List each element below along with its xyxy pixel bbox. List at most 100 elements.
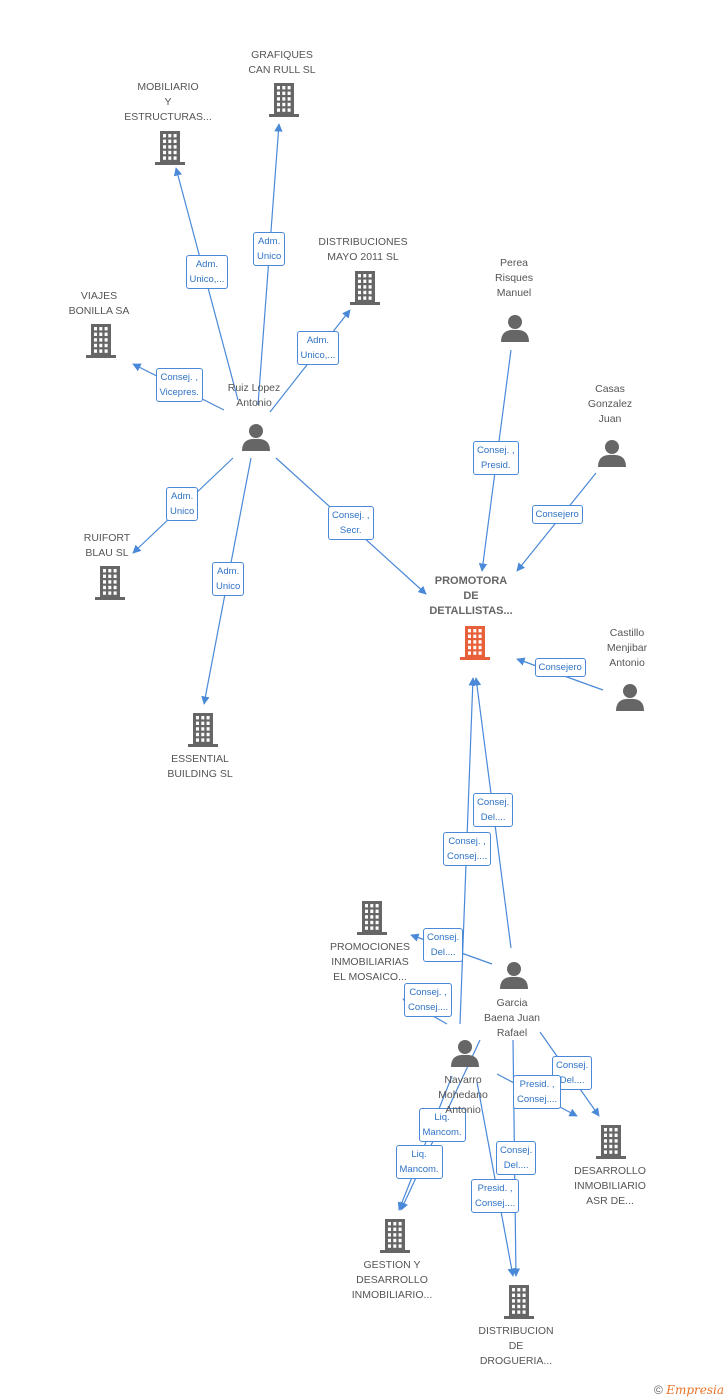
edge-label-line: Del.... — [480, 812, 506, 823]
company-building-icon[interactable] — [155, 131, 185, 165]
edge-label-line: Unico — [257, 251, 282, 262]
node-label-line: RUIFORT — [83, 532, 131, 544]
edge-label-navarro-to-desarrollo[interactable]: Presid. ,Consej.... — [513, 1075, 562, 1109]
company-building-icon[interactable] — [357, 901, 387, 935]
company-building-icon[interactable] — [95, 566, 125, 600]
node-label-line: Antonio — [236, 397, 272, 409]
edge-label-line: Adm. — [258, 236, 281, 247]
node-label-line: Risques — [495, 272, 533, 284]
edge-label-line: Consej. , — [409, 987, 447, 998]
company-building-icon[interactable] — [504, 1285, 534, 1319]
edge-label-line: Consejero — [538, 661, 582, 673]
node-label-line: Garcia — [496, 997, 528, 1009]
person-icon[interactable] — [598, 440, 626, 467]
company-building-icon[interactable] — [596, 1125, 626, 1159]
company-building-icon[interactable] — [86, 324, 116, 358]
edge-label-line: Presid. , — [519, 1079, 555, 1090]
node-label-line: PROMOTORA — [434, 575, 508, 587]
edge-label-garcia-to-promociones[interactable]: Consej. Del.... — [423, 928, 464, 962]
node-label-line: DETALLISTAS... — [429, 605, 513, 617]
edge-label-ruiz-to-mobiliario[interactable]: Adm. Unico,... — [185, 255, 229, 289]
edge-label-castillo-to-promotora[interactable]: Consejero — [534, 657, 586, 677]
node-label-line: Y — [164, 96, 172, 108]
edge-label-line: Consej.... — [475, 1198, 516, 1209]
edge-label-line: Consej. — [427, 932, 460, 943]
brand-logo[interactable]: Empresia — [666, 1383, 724, 1397]
edge-label-ruiz-to-promotora[interactable]: Consej. , Secr. — [328, 506, 374, 540]
node-label-line: GRAFIQUES — [251, 49, 313, 61]
node-label-line: Juan — [598, 413, 622, 425]
edge-label-line: Del.... — [430, 947, 456, 958]
edge-label-line: Vicepres. — [159, 387, 199, 398]
person-icon[interactable] — [501, 315, 529, 342]
node-label-line: ASR DE... — [586, 1195, 634, 1207]
edge-label-ruiz-to-viajes[interactable]: Consej. , Vicepres. — [155, 368, 203, 402]
edge-label-line: Del.... — [503, 1160, 529, 1171]
edge-label-garcia-to-promotora[interactable]: Consej.Del.... — [473, 793, 514, 827]
node-label-line: Castillo — [609, 627, 645, 639]
node-label-line: BONILLA SA — [68, 305, 130, 317]
node-label-line: CAN RULL SL — [248, 64, 316, 76]
node-label-line: BUILDING SL — [167, 768, 233, 780]
person-icon[interactable] — [242, 424, 270, 451]
nodes-layer — [86, 83, 644, 1319]
edge-label-casas-to-promotora[interactable]: Consejero — [531, 504, 583, 524]
edge-label-ruiz-to-distribuciones[interactable]: Adm.Unico,... — [296, 331, 340, 365]
edge-label-line: Unico,... — [189, 274, 225, 285]
edge-label-line: Adm. — [171, 491, 194, 502]
company-building-icon[interactable] — [188, 713, 218, 747]
edge-label-garcia-to-distribucion[interactable]: Consej.Del.... — [496, 1141, 537, 1175]
node-label-line: Navarro — [444, 1074, 482, 1086]
company-building-icon[interactable] — [269, 83, 299, 117]
edge-label-line: Consej. , — [332, 510, 370, 521]
person-icon[interactable] — [500, 962, 528, 989]
node-label-line: Mohedano — [438, 1089, 488, 1101]
edge-label-navarro-to-gestion[interactable]: Liq.Mancom. — [395, 1145, 443, 1179]
company-building-icon[interactable] — [380, 1219, 410, 1253]
node-label-line: MOBILIARIO — [137, 81, 199, 93]
edge-label-navarro-to-promotora[interactable]: Consej. ,Consej.... — [443, 832, 492, 866]
edge-label-line: Consej. , — [477, 445, 515, 456]
edge-label-line: Adm. — [195, 259, 219, 270]
edge-navarro-to-gestion — [397, 1075, 453, 1211]
edge-label-ruiz-to-grafiques[interactable]: Adm. Unico — [253, 232, 286, 266]
company-building-icon[interactable] — [350, 271, 380, 305]
node-label-line: Casas — [595, 383, 625, 395]
edge-label-navarro-to-promociones[interactable]: Consej. , Consej.... — [404, 983, 453, 1017]
node-label-line: DE — [463, 590, 479, 602]
edge-label-navarro-to-distribucion[interactable]: Presid. , Consej.... — [471, 1179, 520, 1213]
copyright-icon: © — [654, 1383, 663, 1397]
edge-label-line: Mancom. — [422, 1127, 462, 1138]
edge-label-line: Secr. — [339, 525, 362, 536]
edge-label-line: Consej. , — [160, 372, 198, 383]
node-label-grafiques[interactable]: GRAFIQUES CAN RULL SL — [217, 48, 347, 78]
node-label-line: DE — [508, 1340, 524, 1352]
person-icon[interactable] — [616, 684, 644, 711]
node-label-promotora[interactable]: PROMOTORA DE DETALLISTAS... — [406, 574, 536, 619]
edge-label-perea-to-promotora[interactable]: Consej. ,Presid. — [473, 441, 519, 475]
node-label-line: INMOBILIARIO... — [351, 1289, 433, 1301]
edge-label-ruiz-to-essential[interactable]: Adm.Unico — [212, 562, 245, 596]
edge-label-line: Presid. , — [477, 1183, 513, 1194]
person-icon[interactable] — [451, 1040, 479, 1067]
edge-label-line: Consej.... — [408, 1002, 449, 1013]
edge-label-ruiz-to-ruifort[interactable]: Adm.Unico — [166, 487, 199, 521]
edge-label-garcia-to-gestion[interactable]: Liq.Mancom. — [418, 1108, 466, 1142]
main-company-building-icon[interactable] — [460, 626, 490, 660]
node-label-line: Antonio — [609, 657, 645, 669]
